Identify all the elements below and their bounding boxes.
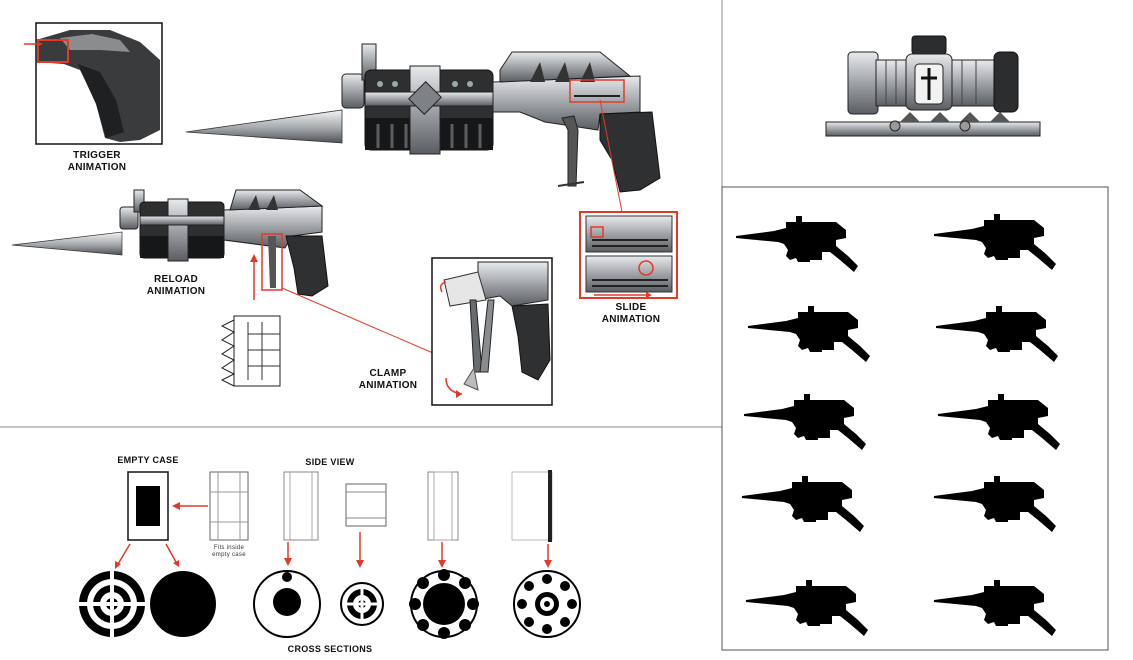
empty-case-label: EMPTY CASE: [117, 455, 179, 465]
silhouette-2: [934, 214, 1056, 270]
reload-magazine: [220, 254, 281, 387]
cross-section-6: [513, 570, 581, 638]
silhouette-10: [934, 580, 1056, 636]
trigger-inset: [24, 22, 163, 145]
cross-sections-label: CROSS SECTIONS: [287, 644, 373, 654]
silhouette-5: [744, 394, 866, 450]
silhouette-6: [938, 394, 1060, 450]
shell-side-2: [283, 471, 319, 566]
empty-case-diagram: [115, 471, 208, 569]
side-view-label: SIDE VIEW: [305, 457, 355, 467]
shell-side-1: [209, 471, 249, 541]
scope-illustration: [825, 35, 1041, 137]
silhouette-panel-frame: [721, 186, 1109, 651]
clamp-inset: [431, 257, 553, 406]
silhouette-grid: [736, 214, 1060, 636]
cross-section-1: [79, 571, 145, 637]
cross-section-5: [409, 569, 479, 639]
cross-section-3: [253, 570, 321, 638]
reload-animation-label: RELOAD ANIMATION: [146, 274, 206, 297]
silhouette-9: [746, 580, 868, 636]
slide-animation-label: SLIDE ANIMATION: [601, 302, 661, 325]
silhouette-3: [748, 306, 870, 362]
silhouette-8: [934, 476, 1056, 532]
slide-inset: [579, 211, 678, 299]
fits-inside-note: Fits inside empty case: [212, 545, 246, 558]
silhouette-4: [936, 306, 1058, 362]
weapon-medium: [11, 189, 441, 357]
cross-section-2: [150, 571, 216, 637]
shell-side-3: [345, 483, 387, 568]
shell-side-5: [511, 470, 553, 568]
clamp-animation-label: CLAMP ANIMATION: [358, 368, 418, 391]
silhouette-7: [742, 476, 864, 532]
shell-side-4: [427, 471, 459, 568]
silhouette-1: [736, 216, 858, 272]
cross-section-4: [340, 582, 384, 626]
trigger-animation-label: TRIGGER ANIMATION: [67, 150, 127, 173]
weapon-large: [185, 43, 661, 213]
